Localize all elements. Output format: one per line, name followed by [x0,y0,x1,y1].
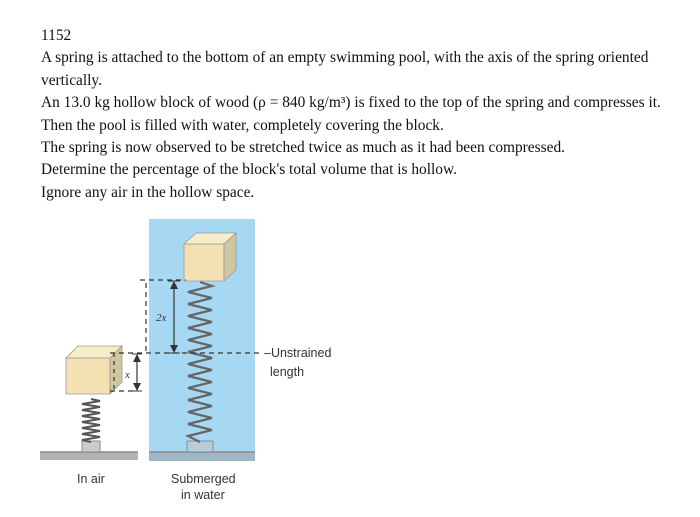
spring-submerged [184,280,216,453]
problem-number: 1152 [41,27,72,44]
problem-line-2: An 13.0 kg hollow block of wood (ρ = 840… [41,94,661,112]
dim-arrow-x [132,353,142,392]
label-submerged-2: in water [181,488,225,502]
problem-line-3: Then the pool is filled with water, comp… [41,116,444,134]
ground-in-air [40,452,138,460]
dim-label-x: x [124,369,130,381]
spring-in-air [81,398,101,453]
problem-line-5: Determine the percentage of the block's … [41,161,457,179]
label-unstrained-2: length [270,365,305,379]
block-in-air [65,345,123,395]
problem-line-1: A spring is attached to the bottom of an… [41,49,649,89]
problem-line-6: Ignore any air in the hollow space. [41,183,255,201]
dim-label-2x: 2x [156,312,167,324]
label-in-air: In air [77,472,105,486]
problem-text: 1152 A spring is attached to the bottom … [41,25,686,204]
label-unstrained-1: –Unstrained [264,346,332,360]
block-submerged [182,232,238,282]
problem-line-4: The spring is now observed to be stretch… [41,139,565,157]
label-submerged-1: Submerged [171,472,236,486]
ground-submerged [149,452,255,461]
dim-arrow-2x [168,280,180,354]
